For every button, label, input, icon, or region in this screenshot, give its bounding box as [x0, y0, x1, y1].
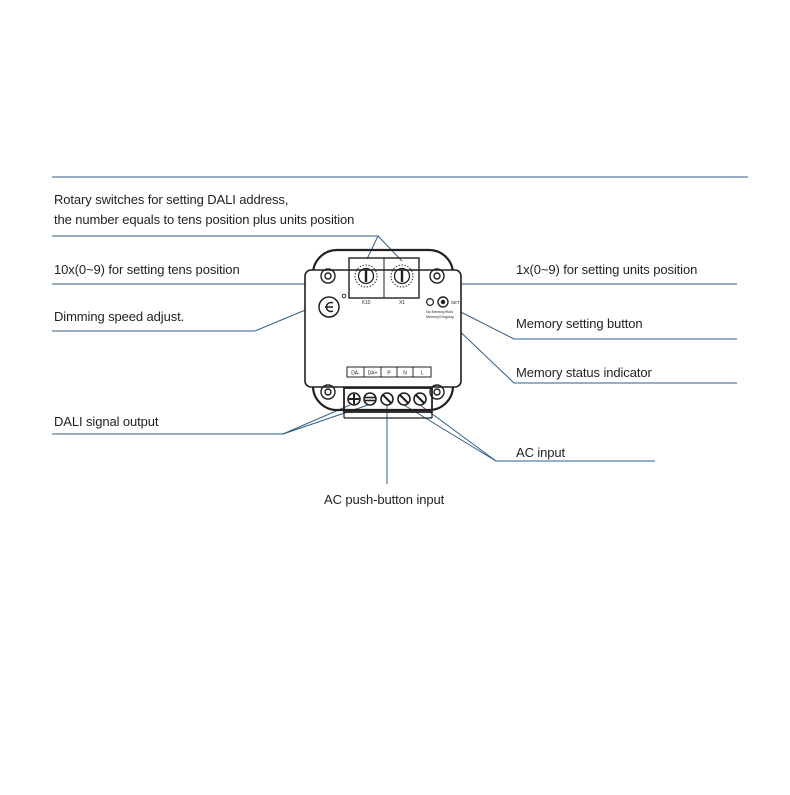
memory-set-button[interactable]: [437, 296, 449, 308]
housing-panel: [304, 269, 462, 388]
screw-hole-bl-inner: [324, 388, 332, 396]
terminal-label-strip: [346, 366, 432, 378]
label-ac-input: AC input: [516, 445, 566, 460]
set-label: SET: [451, 300, 460, 305]
switch-tens-label: X10: [362, 300, 371, 306]
set-button-ring: [437, 296, 449, 308]
screw-hole-br-inner: [433, 388, 441, 396]
indicator-led: [426, 298, 435, 307]
screw-hole-tl-inner: [324, 272, 332, 280]
label-dimming: Dimming speed adjust.: [54, 309, 185, 324]
screw-holes: [320, 268, 445, 400]
rotary-tens-knob: [357, 267, 375, 285]
terminal-screws: [347, 392, 427, 406]
screw-hole-br: [429, 384, 445, 400]
screw-hole-tl: [320, 268, 336, 284]
set-button-center: [440, 299, 446, 305]
device-body: [304, 248, 462, 419]
label-ac-pushbutton: AC push-button input: [324, 492, 445, 507]
label-memory-button: Memory setting button: [516, 316, 643, 331]
terminal-label-l: L: [421, 371, 424, 377]
terminal-label-dividers: [363, 367, 414, 377]
terminal-screw-da-minus: [347, 392, 361, 406]
screw-hole-tr: [429, 268, 445, 284]
leader-ac-2: [419, 404, 497, 462]
label-rotary-line2: the number equals to tens position plus …: [54, 212, 355, 227]
leader-dimming: [52, 305, 316, 332]
leader-lines: [52, 176, 748, 484]
potentiometer-body: [318, 296, 340, 318]
terminal-label-da-minus: DA-: [351, 371, 360, 377]
leader-memory-button: [442, 302, 737, 340]
label-memory-indicator: Memory status indicator: [516, 365, 652, 380]
rotary-tens-ticks: [354, 264, 378, 288]
leader-rotary-right: [377, 235, 403, 262]
terminal-screw-da-plus: [363, 392, 377, 406]
terminal-label-p: P: [387, 371, 391, 377]
device-text: X10 X1 SET No Memory/Hold Memory/Ongoing…: [351, 300, 460, 377]
terminal-screw-l: [413, 392, 427, 406]
potentiometer-dot: [341, 293, 347, 299]
label-rotary-line1: Rotary switches for setting DALI address…: [54, 192, 289, 207]
terminal-label-n: N: [403, 371, 407, 377]
rotary-units-knob: [393, 267, 411, 285]
label-dali-output: DALI signal output: [54, 414, 159, 429]
screw-hole-bl: [320, 384, 336, 400]
memory-note-line2: Memory/Ongoing: [426, 315, 454, 319]
terminal-screw-n: [397, 392, 411, 406]
terminal-block: [343, 387, 433, 413]
leader-rotary-left: [52, 235, 379, 260]
label-units: 1x(0~9) for setting units position: [516, 262, 698, 277]
screw-hole-tr-inner: [433, 272, 441, 280]
memory-status-indicator: [426, 298, 435, 307]
label-tens: 10x(0~9) for setting tens position: [54, 262, 240, 277]
memory-note-line1: No Memory/Hold: [426, 310, 453, 314]
switch-units-label: X1: [399, 300, 405, 306]
rotary-switch-units[interactable]: [390, 264, 414, 288]
terminal-screw-p: [380, 392, 394, 406]
terminal-label-da-plus: DA+: [368, 371, 378, 377]
potentiometer-mark: [325, 301, 334, 313]
rotary-units-ticks: [390, 264, 414, 288]
dimming-potentiometer[interactable]: [318, 293, 347, 318]
rotary-switch-tens[interactable]: [354, 264, 378, 288]
